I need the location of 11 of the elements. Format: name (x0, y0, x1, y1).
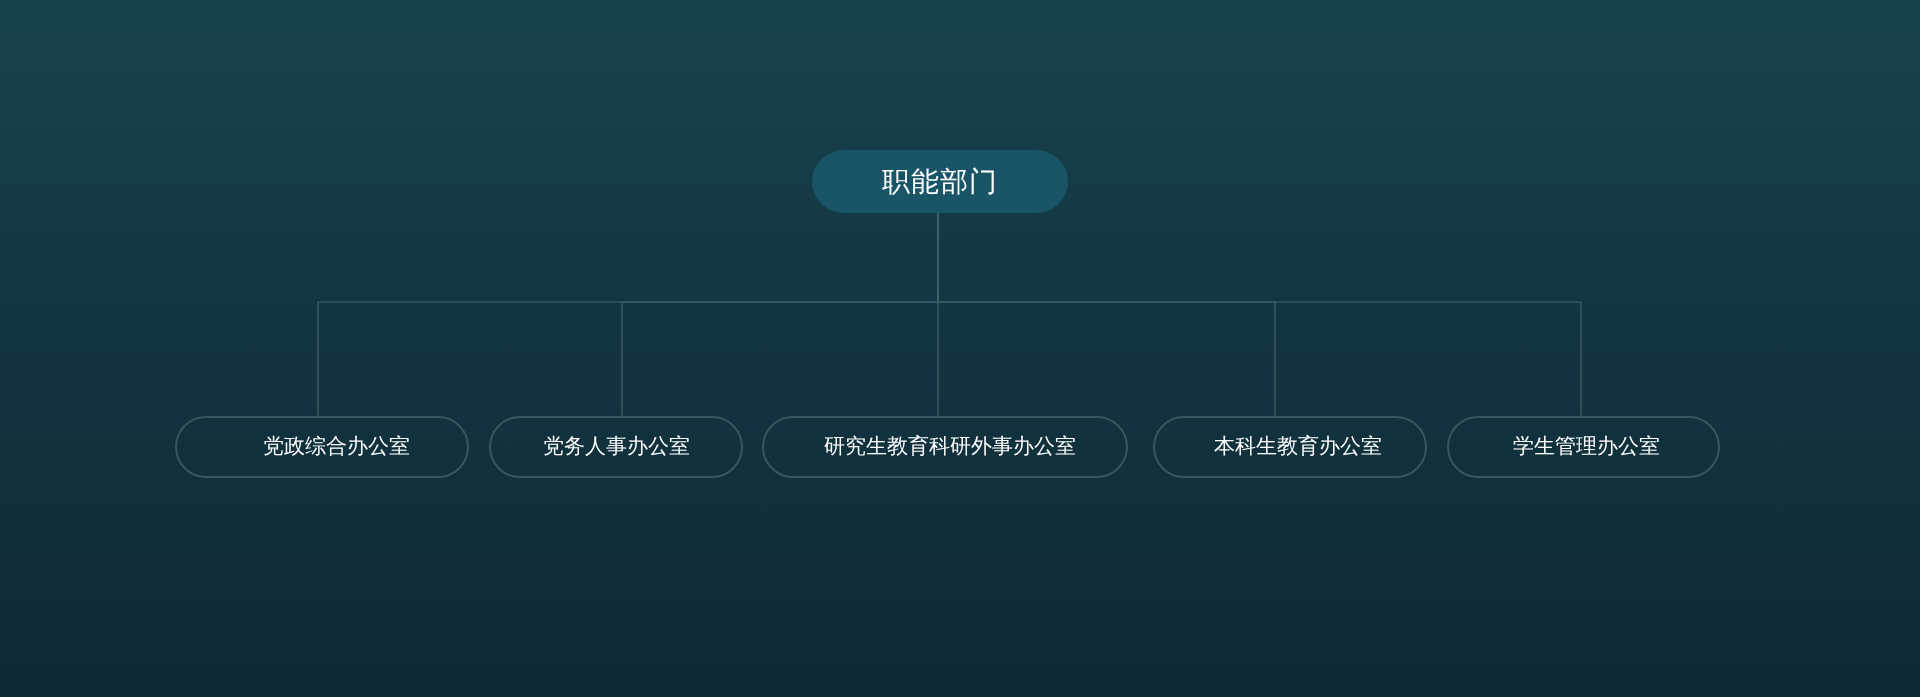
office-pill (762, 416, 1128, 478)
office-label: 党政综合办公室 (262, 434, 410, 460)
office-label: 研究生教育科研外事办公室 (824, 434, 1076, 460)
office-label: 本科生教育办公室 (1214, 434, 1382, 460)
office-label: 党务人事办公室 (542, 434, 690, 460)
department-label: 职能部门 (882, 164, 998, 199)
office-pill (175, 416, 469, 478)
office-pill (1447, 416, 1720, 478)
office-pill (489, 416, 743, 478)
office-pill (1153, 416, 1427, 478)
office-label: 学生管理办公室 (1513, 434, 1660, 460)
